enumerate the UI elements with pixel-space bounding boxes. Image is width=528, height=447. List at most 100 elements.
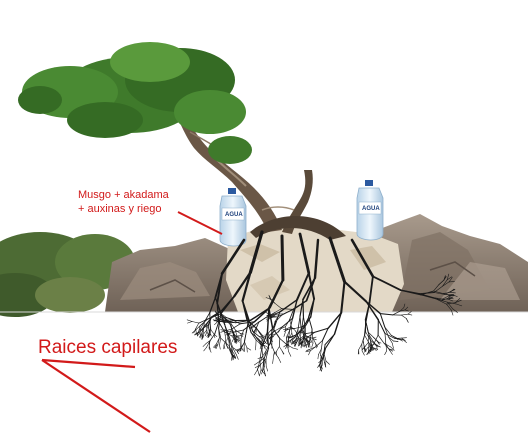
- root-segment: [311, 328, 314, 339]
- root-segment: [309, 338, 313, 343]
- roots-pointer-upper: [41, 358, 136, 369]
- root-segment: [240, 329, 244, 340]
- root-segment: [399, 309, 406, 312]
- root-segment: [275, 314, 283, 322]
- root-segment: [280, 326, 286, 330]
- root-segment: [305, 335, 308, 341]
- root-segment: [454, 299, 462, 304]
- root-segment: [368, 333, 374, 342]
- root-segment: [239, 333, 244, 337]
- root-segment: [214, 321, 219, 326]
- root-segment: [294, 341, 298, 346]
- root-segment: [197, 332, 199, 337]
- root-segment: [268, 278, 284, 309]
- root-segment: [288, 329, 291, 339]
- root-segment: [235, 329, 241, 334]
- roots-label: Raices capilares: [38, 337, 178, 358]
- root-segment: [343, 280, 368, 303]
- root-segment: [239, 333, 245, 335]
- root-segment: [374, 343, 379, 346]
- root-segment: [224, 331, 227, 341]
- root-segment: [399, 289, 422, 296]
- root-segment: [433, 284, 440, 292]
- root-segment: [244, 340, 248, 348]
- root-segment: [446, 273, 450, 281]
- root-segment: [221, 313, 227, 318]
- root-segment: [295, 328, 299, 337]
- root-segment: [254, 361, 259, 366]
- root-segment: [402, 339, 407, 343]
- root-segment: [384, 350, 388, 356]
- root-segment: [225, 339, 227, 346]
- root-segment: [442, 281, 450, 287]
- root-segment: [401, 337, 406, 341]
- root-segment: [260, 369, 266, 375]
- root-segment: [368, 348, 371, 354]
- bottle-right-label: AGUA: [362, 206, 380, 212]
- root-segment: [239, 321, 255, 325]
- root-segment: [325, 360, 330, 365]
- root-segment: [210, 329, 215, 335]
- roots-pointer-lower: [41, 359, 151, 433]
- root-segment: [315, 343, 317, 349]
- root-segment: [320, 364, 323, 370]
- root-segment: [278, 328, 281, 333]
- root-segment: [322, 347, 327, 359]
- root-segment: [220, 238, 246, 275]
- root-segment: [364, 319, 369, 333]
- root-segment: [250, 332, 257, 341]
- root-segment: [253, 321, 259, 328]
- root-segment: [288, 351, 292, 357]
- root-segment: [270, 298, 276, 304]
- root-segment: [206, 316, 212, 325]
- root-segment: [285, 319, 290, 328]
- root-segment: [273, 321, 277, 328]
- root-segment: [270, 341, 275, 353]
- root-segment: [283, 328, 289, 332]
- root-segment: [397, 338, 404, 342]
- root-segment: [350, 238, 375, 278]
- root-segment: [289, 339, 292, 344]
- root-segment: [226, 344, 229, 349]
- root-segment: [297, 315, 301, 329]
- root-segment: [214, 321, 220, 335]
- root-segment: [290, 332, 293, 337]
- root-segment: [384, 333, 387, 345]
- root-segment: [203, 321, 205, 330]
- root-segment: [241, 300, 250, 321]
- root-segment: [223, 344, 226, 350]
- root-segment: [319, 365, 323, 372]
- root-segment: [446, 302, 456, 305]
- root-segment: [263, 360, 265, 371]
- root-segment: [229, 331, 236, 334]
- root-segment: [448, 297, 454, 300]
- root-segment: [263, 358, 267, 365]
- root-segment: [278, 338, 281, 347]
- root-segment: [370, 345, 372, 351]
- root-segment: [365, 300, 380, 321]
- root-segment: [219, 344, 221, 350]
- root-segment: [389, 346, 395, 351]
- root-segment: [294, 326, 304, 329]
- root-segment: [323, 344, 326, 356]
- root-segment: [259, 358, 267, 366]
- root-segment: [226, 317, 236, 321]
- root-segment: [404, 306, 409, 311]
- root-segment: [388, 336, 394, 342]
- water-bottle-right: AGUA: [356, 180, 384, 241]
- root-segment: [371, 345, 374, 351]
- root-segment: [435, 298, 447, 305]
- root-segment: [294, 330, 298, 335]
- root-segment: [304, 342, 307, 349]
- root-segment: [256, 364, 261, 370]
- root-segment: [193, 328, 196, 334]
- root-segment: [203, 330, 207, 335]
- root-segment: [392, 310, 401, 316]
- root-segment: [324, 361, 326, 368]
- root-segment: [274, 302, 282, 309]
- root-segment: [303, 342, 306, 348]
- root-segment: [255, 339, 261, 345]
- root-segment: [217, 337, 220, 345]
- root-segment: [229, 337, 234, 349]
